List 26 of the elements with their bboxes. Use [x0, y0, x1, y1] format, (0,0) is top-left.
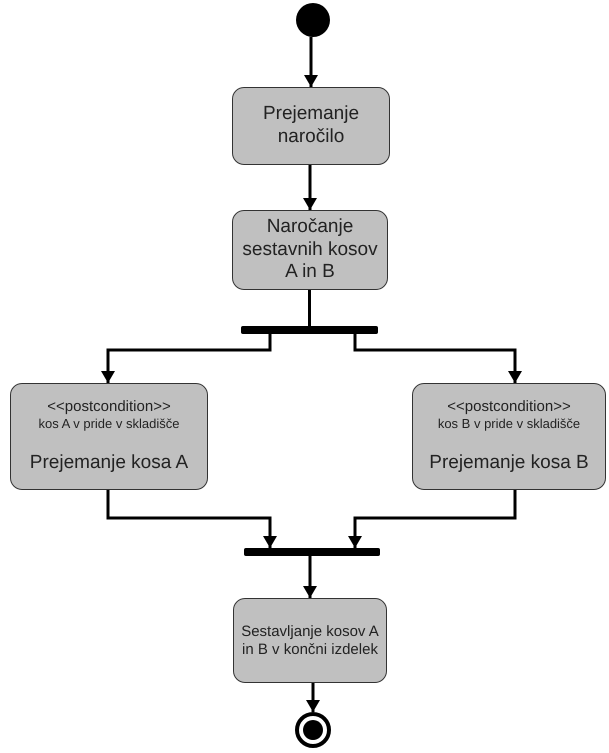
sync-bar: [244, 548, 380, 556]
control-flow-arrow: [354, 334, 522, 383]
control-flow-arrow: [304, 37, 318, 87]
action-box: [232, 210, 388, 290]
initial-node: [296, 3, 330, 37]
control-flow-arrow: [348, 490, 516, 548]
control-flow-arrow: [306, 683, 320, 712]
action-label: Sestavljanje kosov A in B v končni izdelek: [240, 622, 380, 658]
control-flow-arrow: [303, 165, 317, 210]
stereotype-label: <<postcondition>>: [47, 398, 171, 416]
postcondition-text: kos B v pride v skladišče: [438, 416, 580, 432]
action-box: [233, 598, 387, 683]
control-flow-arrow: [303, 556, 317, 598]
action-label: Prejemanje naročilo: [262, 103, 360, 149]
action-label: Prejemanje kosa A: [30, 452, 188, 475]
sync-bar: [241, 326, 378, 334]
action-box: [232, 87, 390, 165]
control-flow-arrow: [101, 334, 272, 383]
final-node: [295, 712, 331, 748]
stereotype-label: <<postcondition>>: [447, 398, 571, 416]
action-label: Naročanje sestavnih kosov A in B: [241, 216, 379, 284]
action-label: Prejemanje kosa B: [429, 452, 589, 475]
action-box: [412, 383, 606, 490]
postcondition-text: kos A v pride v skladišče: [38, 416, 180, 432]
control-flow-arrow: [106, 490, 277, 548]
action-box: [10, 383, 208, 490]
